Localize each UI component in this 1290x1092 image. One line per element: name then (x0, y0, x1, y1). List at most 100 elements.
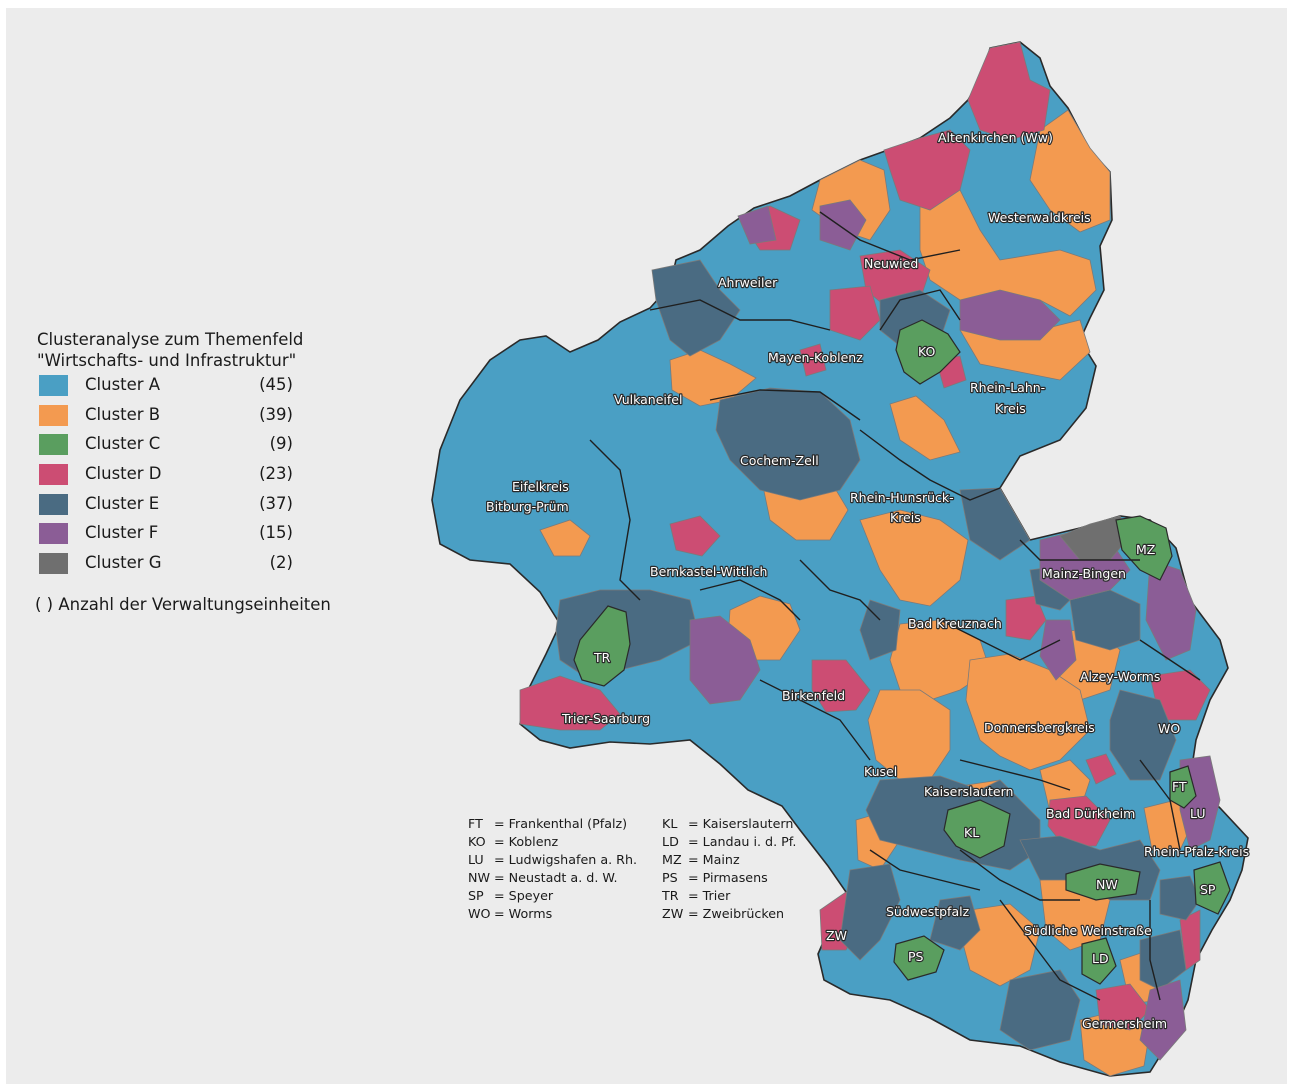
abbreviation-text: = Landau i. d. Pf. (688, 834, 797, 849)
legend-label: Cluster A (85, 375, 161, 394)
label-birkenfeld: Birkenfeld (782, 688, 845, 703)
legend-item: Cluster D (23) (37, 460, 303, 490)
label-ld: LD (1092, 951, 1109, 966)
label-mainz-bingen: Mainz-Bingen (1042, 566, 1126, 581)
legend-count: (9) (269, 434, 293, 454)
abbreviation-text: = Koblenz (494, 834, 559, 849)
label-ko: KO (918, 344, 936, 359)
label-germersheim: Germersheim (1082, 1016, 1167, 1031)
label-suedliche-weinstrasse: Südliche Weinstraße (1024, 923, 1152, 938)
abbreviation-text: = Worms (494, 906, 553, 921)
legend-count: (23) (259, 464, 293, 484)
abbreviation-text: = Speyer (494, 888, 554, 903)
legend-swatch (39, 404, 68, 426)
label-rhein-lahn-1: Rhein-Lahn- (970, 380, 1045, 395)
abbreviation-row: FT = Frankenthal (Pfalz) (468, 815, 637, 833)
legend-count: (15) (259, 523, 293, 543)
abbreviation-row: TR = Trier (662, 887, 796, 905)
label-kaiserslautern: Kaiserslautern (924, 784, 1013, 799)
legend-item: Cluster B (39) (37, 401, 303, 431)
legend-item: Cluster F(15) (37, 519, 303, 549)
legend-title-line1: Clusteranalyse zum Themenfeld (37, 330, 304, 349)
legend-swatch (39, 464, 68, 486)
abbreviation-text: = Zweibrücken (688, 906, 785, 921)
label-eifelkreis-1: Eifelkreis (512, 479, 569, 494)
label-wo: WO (1158, 721, 1180, 736)
legend-count: (39) (259, 404, 293, 424)
legend-item: Cluster G (2) (37, 549, 303, 579)
abbreviation-code: ZW (662, 906, 684, 921)
abbreviation-code: MZ (662, 852, 682, 867)
legend-swatch (39, 523, 68, 545)
legend-label: Cluster D (85, 464, 162, 484)
abbreviation-row: NW= Neustadt a. d. W. (468, 869, 637, 887)
label-westerwaldkreis: Westerwaldkreis (988, 210, 1091, 225)
abbreviation-text: = Frankenthal (Pfalz) (494, 816, 628, 831)
abbreviation-row: WO= Worms (468, 905, 637, 923)
legend-swatch (39, 434, 68, 456)
label-altenkirchen: Altenkirchen (Ww) (938, 130, 1053, 145)
legend-label: Cluster E (85, 493, 160, 513)
abbreviation-row: LU = Ludwigshafen a. Rh. (468, 851, 637, 869)
label-rhein-pfalz-kreis: Rhein-Pfalz-Kreis (1144, 844, 1249, 859)
label-cochem-zell: Cochem-Zell (740, 453, 819, 468)
abbreviation-text: = Neustadt a. d. W. (494, 870, 618, 885)
abbreviation-row: MZ = Mainz (662, 851, 796, 869)
district-boundaries (589, 211, 1201, 1001)
abbreviation-code: TR (662, 888, 679, 903)
label-ahrweiler: Ahrweiler (718, 275, 778, 290)
label-kusel: Kusel (864, 764, 897, 779)
abbreviation-code: FT (468, 816, 483, 831)
label-rhein-lahn-2: Kreis (995, 401, 1026, 416)
legend-item: Cluster A (45) (37, 371, 303, 401)
abbreviation-code: KL (662, 816, 678, 831)
label-alzey-worms: Alzey-Worms (1080, 669, 1160, 684)
label-suedwestpfalz: Südwestpfalz (886, 904, 970, 919)
label-mz: MZ (1136, 542, 1155, 557)
abbreviation-text: = Pirmasens (688, 870, 768, 885)
abbreviation-code: LU (468, 852, 484, 867)
legend-swatch (39, 493, 68, 515)
legend-item: Cluster E(37) (37, 490, 303, 520)
label-nw: NW (1096, 877, 1118, 892)
legend-count: (45) (259, 375, 293, 394)
label-bad-duerkheim: Bad Dürkheim (1046, 806, 1135, 821)
abbreviation-text: = Kaiserslautern (688, 816, 794, 831)
label-rhein-hunsrueck-2: Kreis (890, 510, 921, 525)
legend-count: (2) (269, 553, 293, 573)
legend-label: Cluster C (85, 434, 161, 454)
label-kl: KL (964, 825, 979, 840)
legend-note: ( ) Anzahl der Verwaltungseinheiten (35, 595, 331, 614)
legend-swatch (39, 375, 68, 396)
label-sp: SP (1200, 882, 1216, 897)
legend-label: Cluster B (85, 404, 161, 424)
label-vulkaneifel: Vulkaneifel (614, 392, 682, 407)
map-labels: Altenkirchen (Ww) Westerwaldkreis Neuwie… (485, 129, 1250, 1032)
cluster-d-regions (519, 41, 1211, 1031)
label-bernkastel-wittlich: Bernkastel-Wittlich (650, 564, 767, 579)
abbreviation-code: WO (468, 906, 491, 921)
label-ft: FT (1172, 779, 1187, 794)
abbreviation-row: LD= Landau i. d. Pf. (662, 833, 796, 851)
label-rhein-hunsrueck-1: Rhein-Hunsrück- (850, 490, 954, 505)
label-ps: PS (908, 949, 924, 964)
legend: Clusteranalyse zum Themenfeld "Wirtschaf… (35, 329, 331, 614)
legend-item: Cluster C (9) (37, 430, 303, 460)
abbreviation-text: = Ludwigshafen a. Rh. (494, 852, 638, 867)
cluster-f-regions (689, 199, 1221, 1061)
legend-swatch (39, 553, 68, 575)
abbreviation-text: = Mainz (688, 852, 740, 867)
abbreviation-text: = Trier (688, 888, 731, 903)
abbreviation-row: PS = Pirmasens (662, 869, 796, 887)
legend-items: Cluster A(45)Cluster B(39)Cluster C(9)Cl… (37, 371, 303, 579)
label-donnersbergkreis: Donnersbergkreis (984, 720, 1095, 735)
abbreviation-row: KO= Koblenz (468, 833, 637, 851)
abbreviation-code: PS (662, 870, 678, 885)
cluster-c-regions (573, 319, 1231, 985)
legend-label: Cluster G (85, 553, 162, 573)
abbreviation-code: NW (468, 870, 491, 885)
label-neuwied: Neuwied (864, 256, 918, 271)
label-lu: LU (1190, 806, 1206, 821)
